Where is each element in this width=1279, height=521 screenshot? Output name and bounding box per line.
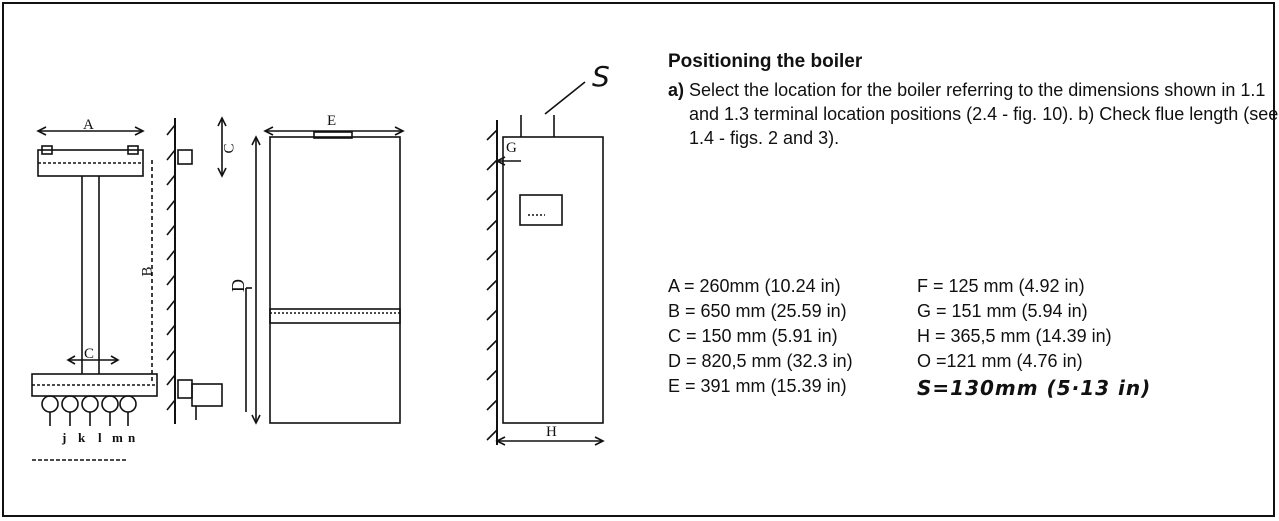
boiler-diagram-svg: [31, 81, 605, 461]
conn-j: j: [62, 430, 67, 445]
label-h: H: [546, 424, 557, 440]
instructions-text: Select the location for the boiler refer…: [689, 80, 1279, 148]
conn-m: m: [112, 430, 123, 445]
right-elevation: [486, 81, 605, 446]
dimension-a: A = 260mm (10.24 in): [668, 276, 841, 296]
front-elevation: [251, 126, 405, 425]
dimension-f: F = 125 mm (4.92 in): [917, 276, 1085, 296]
label-b: B: [139, 266, 156, 277]
dimension-e: E = 391 mm (15.39 in): [668, 376, 847, 396]
conn-k: k: [78, 430, 86, 445]
dimension-o: O =121 mm (4.76 in): [917, 351, 1083, 371]
label-d: D: [228, 279, 248, 292]
dimension-h: H = 365,5 mm (14.39 in): [917, 326, 1112, 346]
label-c-mid: C: [84, 346, 95, 362]
conn-n: n: [128, 430, 136, 445]
boiler-technical-drawings: A B C C D E G H S j k l m n: [31, 60, 610, 461]
conn-l: l: [98, 430, 102, 445]
section-heading: Positioning the boiler: [668, 51, 863, 72]
dimension-c: C = 150 mm (5.91 in): [668, 326, 838, 346]
label-a: A: [83, 117, 94, 133]
label-g: G: [506, 140, 517, 156]
bracket-assembly: [31, 126, 158, 461]
label-e: E: [327, 113, 337, 129]
label-s: S: [592, 60, 610, 93]
instructions-paragraph: a) Select the location for the boiler re…: [668, 78, 1279, 150]
dimensions-left-column: A = 260mm (10.24 in) B = 650 mm (25.59 i…: [668, 276, 853, 401]
dimension-b: B = 650 mm (25.59 in): [668, 301, 847, 321]
dimension-g: G = 151 mm (5.94 in): [917, 301, 1088, 321]
dimension-d: D = 820,5 mm (32.3 in): [668, 351, 853, 371]
side-elevation: [151, 116, 252, 424]
label-c-top: C: [221, 143, 238, 154]
instructions-marker: a): [668, 80, 685, 100]
dimension-s-handwritten: S=130mm (5·13 in): [917, 376, 1152, 400]
dimensions-right-column: F = 125 mm (4.92 in) G = 151 mm (5.94 in…: [917, 276, 1151, 401]
